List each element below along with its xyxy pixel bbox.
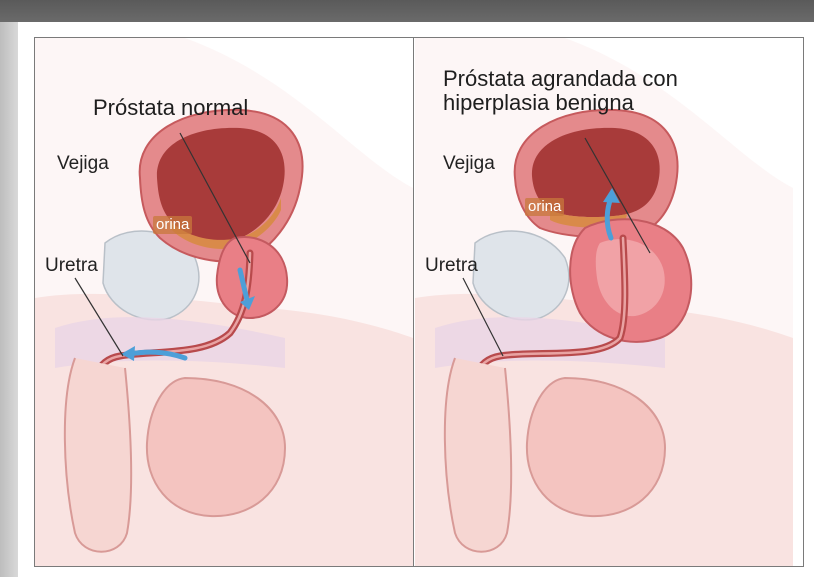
panel-normal: Próstata normal Vejiga orina Uretra [35,38,413,566]
urine-label: orina [525,198,564,216]
panel-title-line2: hiperplasia benigna [443,91,634,114]
panel-divider [413,37,414,567]
panel-title-line1: Próstata agrandada con [443,67,678,90]
urine-label: orina [153,216,192,234]
illustration-figure: Próstata normal Vejiga orina Uretra [18,22,814,577]
bladder-label: Vejiga [443,154,495,174]
left-gutter [0,22,18,577]
urethra-label: Uretra [425,256,478,276]
bladder-label: Vejiga [57,154,109,174]
top-bar [0,0,814,22]
urethra-label: Uretra [45,256,98,276]
panel-enlarged: Próstata agrandada con hiperplasia benig… [415,38,793,566]
panel-title: Próstata normal [93,96,248,119]
anatomy-enlarged [415,38,793,566]
